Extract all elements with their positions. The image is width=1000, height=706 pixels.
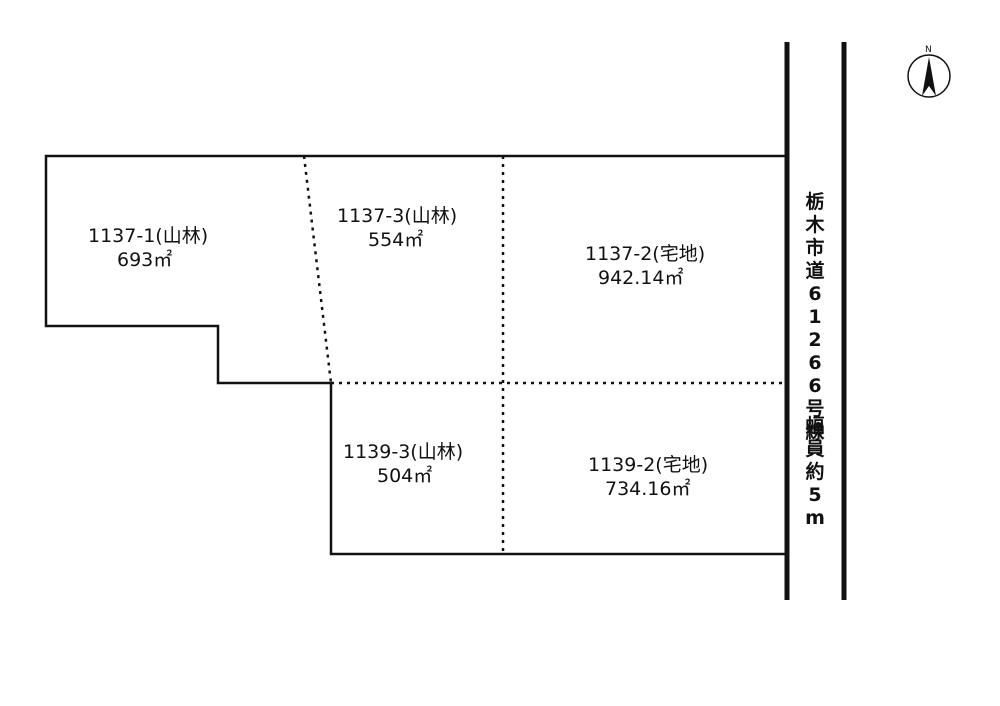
north-compass: N <box>907 45 951 98</box>
north-letter: N <box>925 45 932 55</box>
parcel-1137-2: 1137-2(宅地) 942.14㎡ <box>585 243 705 289</box>
parcel-area: 693㎡ <box>117 248 172 271</box>
parcel-area: 554㎡ <box>368 228 423 251</box>
parcel-area: 942.14㎡ <box>598 266 683 289</box>
plot-boundary-upper <box>44 154 787 556</box>
parcel-1139-2: 1139-2(宅地) 734.16㎡ <box>588 454 708 500</box>
parcel-1139-3: 1139-3(山林) 504㎡ <box>343 441 463 487</box>
parcel-1137-1: 1137-1(山林) 693㎡ <box>88 225 208 271</box>
compass-circle <box>907 54 951 98</box>
parcel-number: 1139-2(宅地) <box>588 454 708 476</box>
parcel-number: 1137-1(山林) <box>88 225 208 247</box>
parcel-1137-3: 1137-3(山林) 554㎡ <box>337 205 457 251</box>
north-arrow-icon <box>922 57 936 96</box>
division-1137-1-1137-3 <box>302 155 333 384</box>
parcel-number: 1137-2(宅地) <box>585 243 705 265</box>
parcel-number: 1137-3(山林) <box>337 205 457 227</box>
parcel-number: 1139-3(山林) <box>343 441 463 463</box>
parcel-area: 504㎡ <box>377 464 432 487</box>
parcel-area: 734.16㎡ <box>605 477 690 500</box>
